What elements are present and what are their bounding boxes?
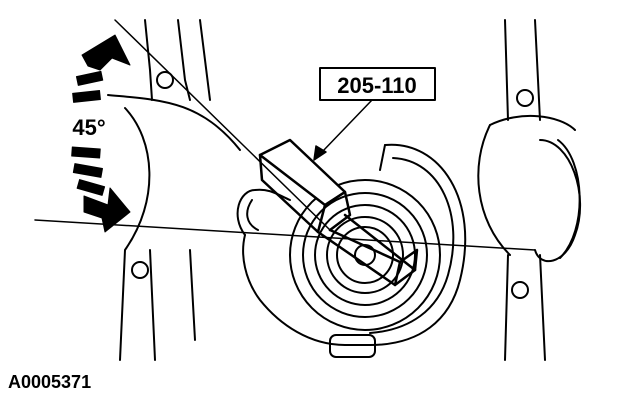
bolt-hole <box>156 71 174 89</box>
callout-box <box>319 67 436 101</box>
bolt-hole <box>511 281 529 299</box>
bolt-hole <box>131 261 149 279</box>
camshaft-housing <box>236 143 467 358</box>
reference-lines <box>34 19 536 251</box>
housing-boss <box>329 334 376 358</box>
tool-callout-label: 205-110 <box>337 73 417 98</box>
special-tool <box>258 138 419 287</box>
rotation-arrow-down-icon <box>83 187 131 233</box>
rotation-arrow-up-icon <box>81 34 131 71</box>
bolt-hole <box>516 89 534 107</box>
rotation-indicator <box>71 34 131 233</box>
rotation-angle-label: 45° <box>72 115 105 140</box>
engine-block-right <box>477 19 582 361</box>
engine-block-left <box>107 19 241 361</box>
callout-leader <box>313 99 373 161</box>
figure-id-label: A0005371 <box>8 372 91 392</box>
